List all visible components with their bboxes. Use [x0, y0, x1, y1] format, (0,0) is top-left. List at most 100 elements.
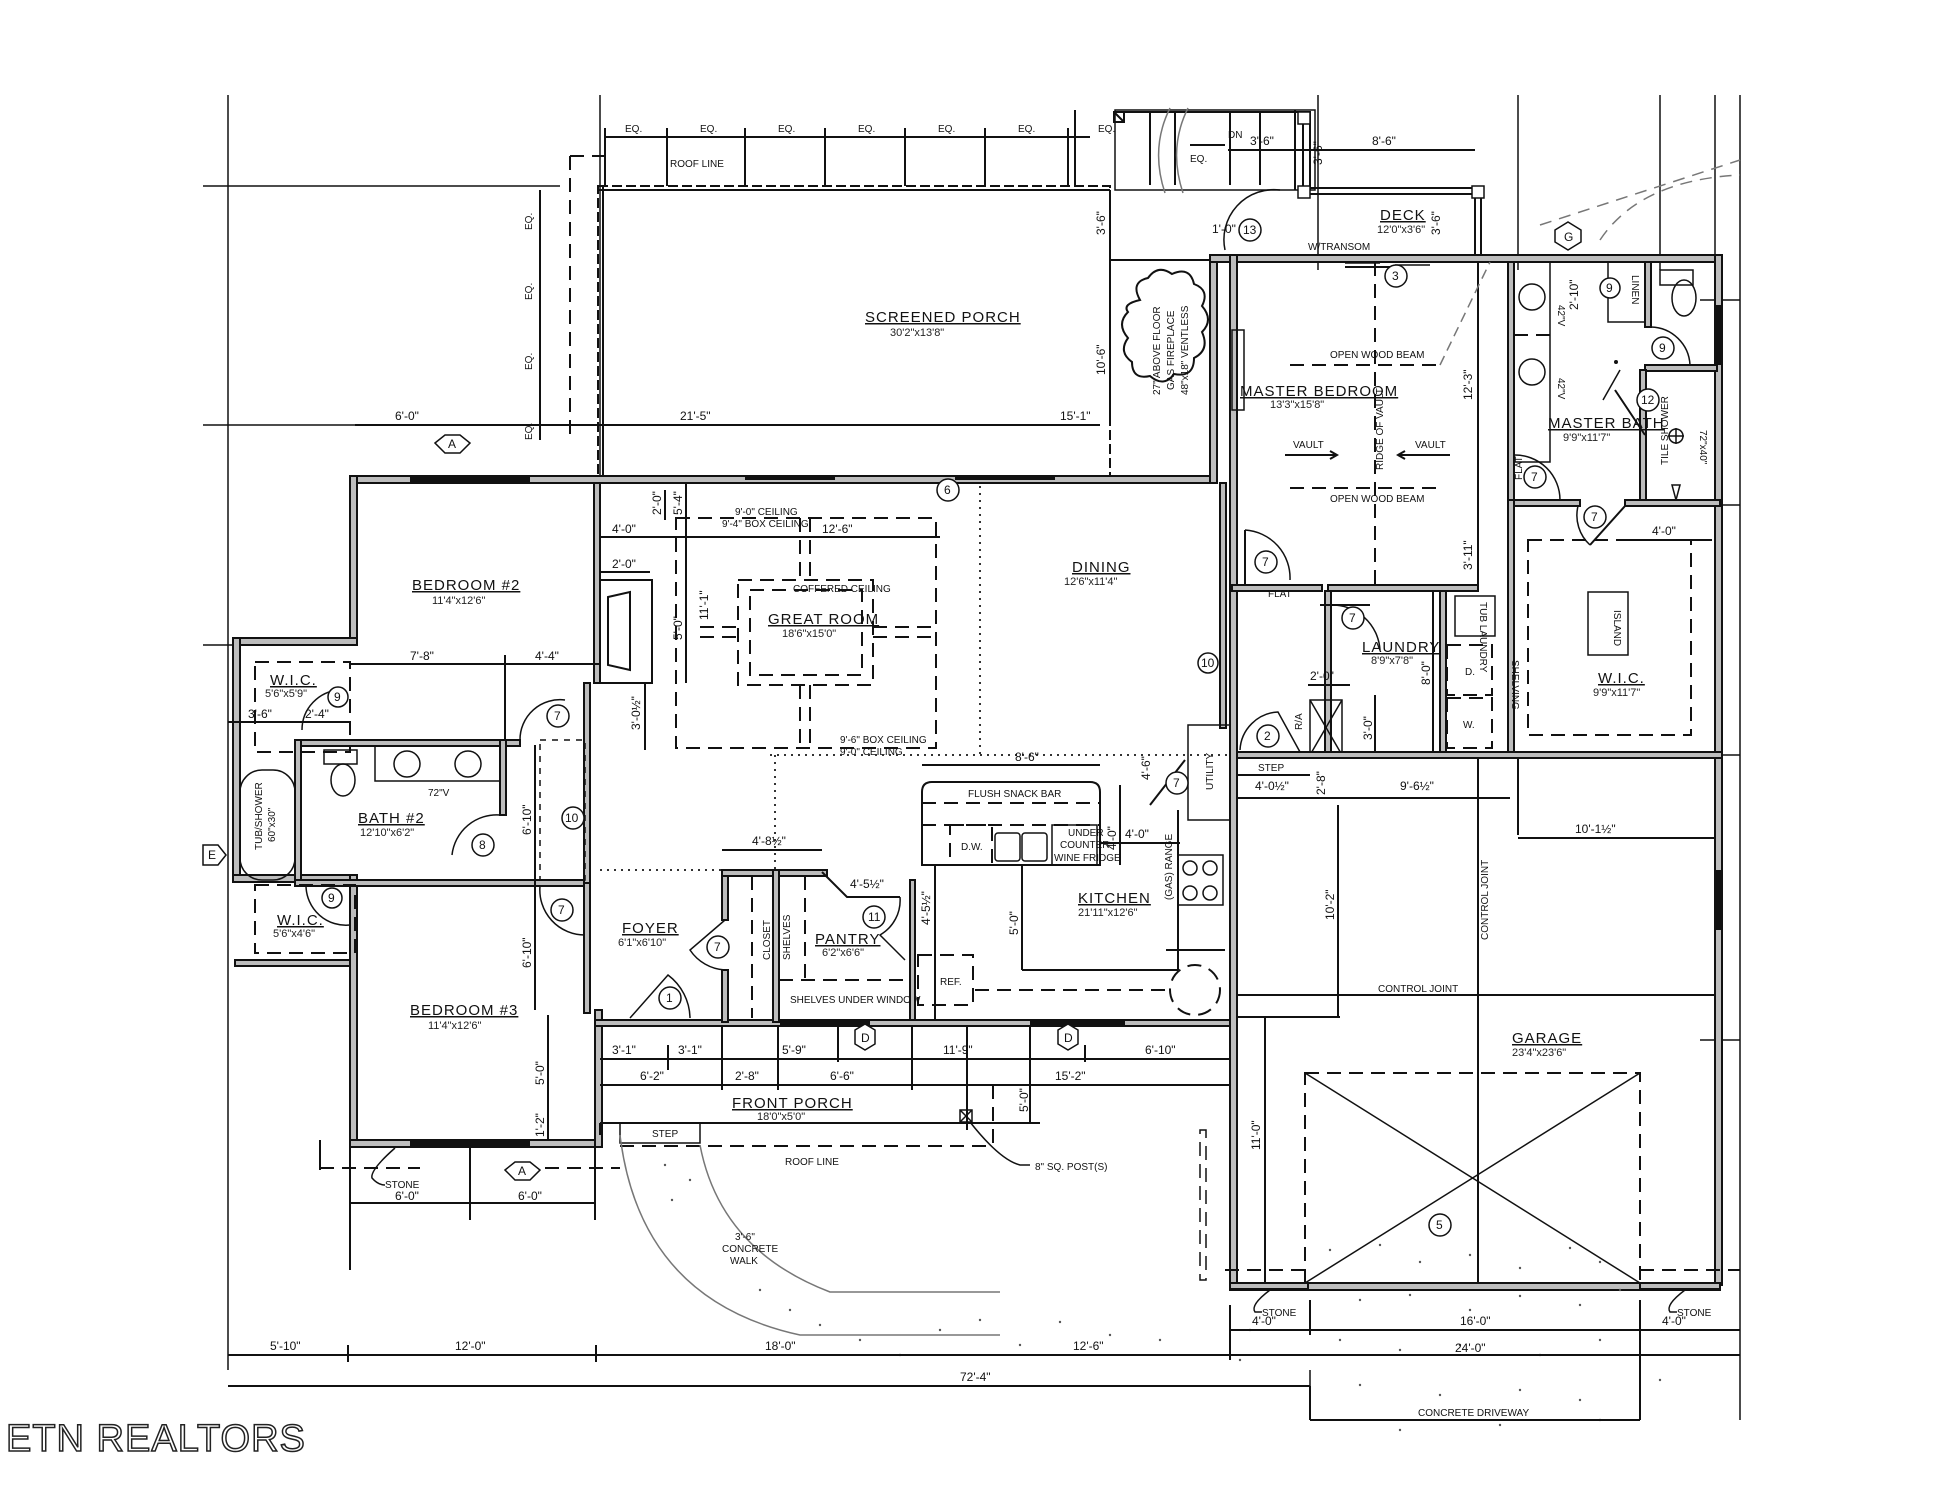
svg-text:CLOSET: CLOSET — [762, 920, 773, 960]
svg-text:6: 6 — [944, 483, 951, 497]
laundry: 7 LAUNDRY 8'9"x7'8" 8'-0" TUB LAUNDRY D.… — [1236, 590, 1723, 799]
room-size-master-bedroom: 13'3"x15'8" — [1270, 399, 1324, 411]
room-name-screened-porch: SCREENED PORCH — [865, 309, 1021, 326]
svg-text:D: D — [861, 1031, 870, 1045]
svg-text:4'-6": 4'-6" — [1139, 756, 1153, 780]
svg-text:WALK: WALK — [730, 1256, 758, 1267]
svg-text:LINEN: LINEN — [1629, 275, 1640, 304]
room-size-kitchen: 21'11"x12'6" — [1078, 907, 1138, 919]
great-room: 2'-0" 5'-4" 4'-0" 12'-6" 2'-0" 5'-0" 11'… — [600, 478, 1230, 870]
svg-text:EQ.: EQ. — [524, 213, 535, 230]
room-size-deck: 12'0"x3'6" — [1377, 224, 1425, 236]
svg-text:10: 10 — [565, 811, 579, 825]
svg-text:3'-6": 3'-6" — [248, 707, 272, 721]
svg-text:16'-0": 16'-0" — [1460, 1314, 1491, 1328]
room-name-great-room: GREAT ROOM — [768, 611, 879, 628]
svg-text:4'-4": 4'-4" — [535, 649, 559, 663]
svg-text:STEP: STEP — [1258, 763, 1284, 774]
svg-text:EQ.: EQ. — [858, 124, 875, 135]
beam-label-bottom: OPEN WOOD BEAM — [1330, 494, 1424, 505]
svg-text:42"V: 42"V — [1555, 378, 1566, 400]
room-size-bedroom-2: 11'4"x12'6" — [432, 595, 485, 607]
svg-text:R/A: R/A — [1294, 713, 1305, 730]
svg-text:7: 7 — [1349, 611, 1356, 625]
svg-text:FLAT: FLAT — [1514, 456, 1525, 480]
svg-text:3'-6": 3'-6" — [1311, 141, 1325, 165]
exterior-walls — [232, 254, 1723, 1291]
room-name-bedroom-2: BEDROOM #2 — [412, 577, 520, 594]
stair-down-label: DN — [1228, 130, 1242, 141]
garage: 10'-1½" 10'-2" CONTROL JOINT CONTROL JOI… — [1199, 758, 1740, 1319]
svg-text:EQ.: EQ. — [524, 353, 535, 370]
svg-text:(GAS) RANGE: (GAS) RANGE — [1164, 834, 1175, 900]
svg-text:2'-0": 2'-0" — [1310, 669, 1334, 683]
room-name-deck: DECK — [1380, 207, 1426, 224]
svg-text:TILE SHOWER: TILE SHOWER — [1660, 396, 1671, 465]
svg-text:3'-1": 3'-1" — [678, 1043, 702, 1057]
beam-label-top: OPEN WOOD BEAM — [1330, 350, 1424, 361]
svg-text:6'-0": 6'-0" — [395, 1189, 419, 1203]
dining: DINING 12'6"x11'4" 10 — [1064, 482, 1227, 729]
svg-text:2: 2 — [1264, 729, 1271, 743]
svg-text:G: G — [1564, 230, 1573, 244]
svg-text:42"V: 42"V — [1555, 305, 1566, 327]
svg-text:24'-0": 24'-0" — [1455, 1341, 1486, 1355]
svg-text:15'-2": 15'-2" — [1055, 1069, 1086, 1083]
svg-text:5'-0": 5'-0" — [1007, 911, 1021, 935]
svg-text:4'-5½": 4'-5½" — [850, 877, 884, 891]
svg-text:9: 9 — [1606, 281, 1613, 295]
svg-text:72"x40": 72"x40" — [1697, 430, 1708, 465]
svg-text:4'-0": 4'-0" — [1662, 1314, 1686, 1328]
svg-text:EQ.: EQ. — [1190, 154, 1207, 165]
room-name-dining: DINING — [1072, 559, 1131, 576]
svg-text:EQ.: EQ. — [524, 283, 535, 300]
master-bath: 42"V 42"V LINEN 9 2'-10" 9 12 TILE SHOWE… — [1507, 221, 1721, 541]
room-size-foyer: 6'1"x6'10" — [618, 937, 666, 949]
room-size-wic-2: 5'6"x5'9" — [265, 688, 307, 700]
svg-text:3'-6": 3'-6" — [1429, 211, 1443, 235]
svg-text:3'-1": 3'-1" — [612, 1043, 636, 1057]
svg-text:5'-0": 5'-0" — [1017, 1088, 1031, 1112]
svg-text:7: 7 — [1591, 510, 1598, 524]
screened-porch: EQ. EQ. EQ. EQ. EQ. EQ. EQ. EQ. ROOF LIN… — [355, 110, 1220, 477]
svg-text:TUB LAUNDRY: TUB LAUNDRY — [1477, 602, 1488, 673]
svg-text:UTILITY: UTILITY — [1205, 752, 1216, 790]
room-name-master-bath: MASTER BATH — [1548, 415, 1665, 432]
svg-text:2'-8": 2'-8" — [735, 1069, 759, 1083]
svg-text:W.: W. — [1463, 720, 1475, 731]
room-size-master-bath: 9'9"x11'7" — [1563, 432, 1610, 444]
room-size-master-wic: 9'9"x11'7" — [1593, 687, 1640, 699]
svg-text:9: 9 — [334, 690, 341, 704]
svg-text:A: A — [518, 1164, 526, 1178]
svg-text:9: 9 — [328, 891, 335, 905]
room-size-front-porch: 18'0"x5'0" — [757, 1111, 805, 1123]
svg-text:VAULT: VAULT — [1293, 440, 1324, 451]
utility: UTILITY 7 4'-6" — [1139, 724, 1231, 821]
svg-text:12'-3": 12'-3" — [1461, 369, 1475, 400]
svg-text:STONE: STONE — [1262, 1308, 1297, 1319]
bath-2: TUB/SHOWER 60"x30" 72"V BATH #2 12'10"x6… — [239, 739, 591, 887]
room-name-wic-2: W.I.C. — [270, 672, 317, 689]
svg-text:4'-0": 4'-0" — [1105, 826, 1119, 850]
room-name-wic-3: W.I.C. — [277, 912, 324, 929]
svg-text:7: 7 — [714, 940, 721, 954]
svg-text:D: D — [1064, 1031, 1073, 1045]
room-name-master-wic: W.I.C. — [1598, 670, 1645, 687]
svg-text:11'-0": 11'-0" — [1249, 1120, 1263, 1150]
svg-text:CONTROL JOINT: CONTROL JOINT — [1378, 984, 1458, 995]
svg-text:2'-0": 2'-0" — [612, 557, 636, 571]
svg-text:8'-6": 8'-6" — [1372, 134, 1396, 148]
room-size-garage: 23'4"x23'6" — [1512, 1047, 1566, 1059]
svg-text:WINE FRIDGE: WINE FRIDGE — [1054, 853, 1121, 864]
svg-text:7: 7 — [558, 903, 565, 917]
svg-text:TUB/SHOWER: TUB/SHOWER — [254, 782, 265, 850]
svg-text:ISLAND: ISLAND — [1611, 610, 1622, 646]
svg-text:EQ.: EQ. — [1098, 124, 1115, 135]
svg-text:ROOF LINE: ROOF LINE — [785, 1157, 839, 1168]
overall-dimensions: 5'-10" 12'-0" 18'-0" 12'-6" 4'-0" 16'-0"… — [228, 1300, 1740, 1421]
room-size-bedroom-3: 11'4"x12'6" — [428, 1020, 481, 1032]
svg-text:12'-0": 12'-0" — [455, 1339, 486, 1353]
svg-text:11: 11 — [868, 910, 881, 924]
roof-line-label: ROOF LINE — [670, 159, 724, 170]
